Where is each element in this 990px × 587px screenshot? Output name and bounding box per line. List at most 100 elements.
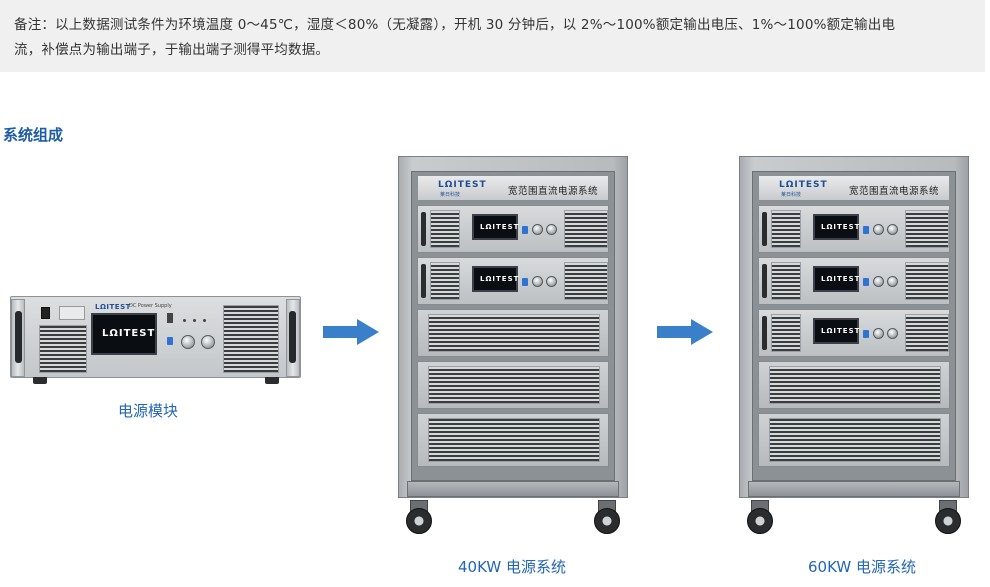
arrow-right-icon — [657, 319, 713, 345]
cabinet-header: LΩITEST 莱日科技 宽范围直流电源系统 — [417, 175, 609, 201]
unit-blue-button — [522, 278, 528, 286]
caption-40kw-system: 40KW 电源系统 — [458, 558, 566, 576]
knob-icon — [532, 276, 543, 287]
unit-handle — [762, 264, 767, 298]
note-line-1: 备注：以上数据测试条件为环境温度 0～45℃，湿度＜80%（无凝露），开机 30… — [14, 17, 896, 33]
panel-vent — [769, 366, 941, 404]
power-unit: LΩITEST — [758, 309, 950, 357]
power-switch-icon — [41, 307, 50, 319]
caster-wheel-icon — [592, 500, 622, 534]
led-icon — [193, 319, 196, 322]
vent-panel — [417, 309, 609, 357]
cabinet-40kw-image: LΩITEST 莱日科技 宽范围直流电源系统 LΩITEST LΩITEST — [398, 156, 628, 498]
cabinet-60kw-image: LΩITEST 莱日科技 宽范围直流电源系统 LΩITEST LΩITEST L… — [739, 156, 969, 498]
panel-vent — [428, 366, 600, 404]
unit-vent — [771, 314, 801, 352]
module-blue-button — [167, 337, 173, 345]
current-knob-icon — [201, 335, 215, 349]
unit-handle — [421, 264, 426, 298]
unit-vent — [564, 210, 608, 248]
unit-screen-logo: LΩITEST — [821, 223, 861, 231]
led-icon — [183, 319, 186, 322]
vent-panel — [758, 361, 950, 409]
unit-vent — [564, 262, 608, 300]
power-module-image: LΩITEST DC Power Supply LΩITEST — [10, 296, 301, 384]
vent-panel — [417, 361, 609, 409]
knob-icon — [873, 224, 884, 235]
unit-vent — [905, 262, 949, 300]
cabinet-logo: LΩITEST — [779, 180, 828, 190]
knob-icon — [546, 276, 557, 287]
arrow-right-icon — [323, 319, 379, 345]
unit-screen: LΩITEST — [472, 214, 518, 240]
unit-vent — [905, 210, 949, 248]
knob-icon — [887, 224, 898, 235]
module-spec-label — [59, 306, 85, 320]
unit-vent — [771, 262, 801, 300]
unit-vent — [905, 314, 949, 352]
cabinet-base — [748, 481, 960, 497]
vent-panel — [758, 413, 950, 467]
knob-icon — [532, 224, 543, 235]
section-title: 系统组成 — [3, 126, 64, 144]
power-unit: LΩITEST — [417, 257, 609, 305]
knob-icon — [546, 224, 557, 235]
unit-screen: LΩITEST — [813, 266, 859, 292]
note-box: 备注：以上数据测试条件为环境温度 0～45℃，湿度＜80%（无凝露），开机 30… — [0, 0, 985, 72]
panel-vent — [428, 418, 600, 462]
unit-vent — [430, 210, 460, 248]
module-left-vent — [39, 325, 87, 373]
cabinet-logo-sub: 莱日科技 — [440, 192, 461, 198]
module-left-handle — [15, 311, 22, 363]
panel-vent — [428, 314, 600, 352]
unit-vent — [771, 210, 801, 248]
led-icon — [203, 319, 206, 322]
note-line-2: 流，补偿点为输出端子，于输出端子测得平均数据。 — [14, 42, 330, 58]
voltage-knob-icon — [181, 335, 195, 349]
cabinet-title: 宽范围直流电源系统 — [849, 186, 940, 197]
unit-screen: LΩITEST — [813, 214, 859, 240]
module-panel-label: DC Power Supply — [129, 303, 172, 309]
caster-wheel-icon — [933, 500, 963, 534]
unit-vent — [430, 262, 460, 300]
vent-panel — [417, 413, 609, 467]
knob-icon — [887, 328, 898, 339]
cabinet-logo-sub: 莱日科技 — [781, 192, 802, 198]
module-screen-logo: LΩITEST — [102, 328, 156, 339]
panel-vent — [769, 418, 941, 462]
unit-blue-button — [863, 330, 869, 338]
unit-blue-button — [522, 226, 528, 234]
unit-screen-logo: LΩITEST — [480, 223, 520, 231]
module-right-vent — [223, 305, 279, 373]
module-display-screen: LΩITEST — [91, 313, 157, 355]
unit-handle — [762, 316, 767, 350]
caption-power-module: 电源模块 — [118, 402, 179, 420]
power-unit: LΩITEST — [758, 257, 950, 305]
unit-screen-logo: LΩITEST — [821, 327, 861, 335]
unit-handle — [762, 212, 767, 246]
usb-port-icon — [167, 313, 173, 323]
caster-wheel-icon — [745, 500, 775, 534]
unit-screen-logo: LΩITEST — [480, 275, 520, 283]
power-unit: LΩITEST — [417, 205, 609, 253]
unit-screen: LΩITEST — [472, 266, 518, 292]
unit-blue-button — [863, 226, 869, 234]
knob-icon — [873, 328, 884, 339]
module-brand: LΩITEST — [95, 303, 131, 311]
unit-screen-logo: LΩITEST — [821, 275, 861, 283]
unit-screen: LΩITEST — [813, 318, 859, 344]
caster-wheel-icon — [404, 500, 434, 534]
unit-blue-button — [863, 278, 869, 286]
cabinet-title: 宽范围直流电源系统 — [508, 186, 599, 197]
module-foot — [265, 377, 279, 384]
caption-60kw-system: 60KW 电源系统 — [808, 558, 916, 576]
knob-icon — [887, 276, 898, 287]
knob-icon — [873, 276, 884, 287]
cabinet-logo: LΩITEST — [438, 180, 487, 190]
power-unit: LΩITEST — [758, 205, 950, 253]
module-right-handle — [289, 311, 296, 363]
module-foot — [33, 377, 47, 384]
unit-handle — [421, 212, 426, 246]
cabinet-base — [407, 481, 619, 497]
cabinet-header: LΩITEST 莱日科技 宽范围直流电源系统 — [758, 175, 950, 201]
